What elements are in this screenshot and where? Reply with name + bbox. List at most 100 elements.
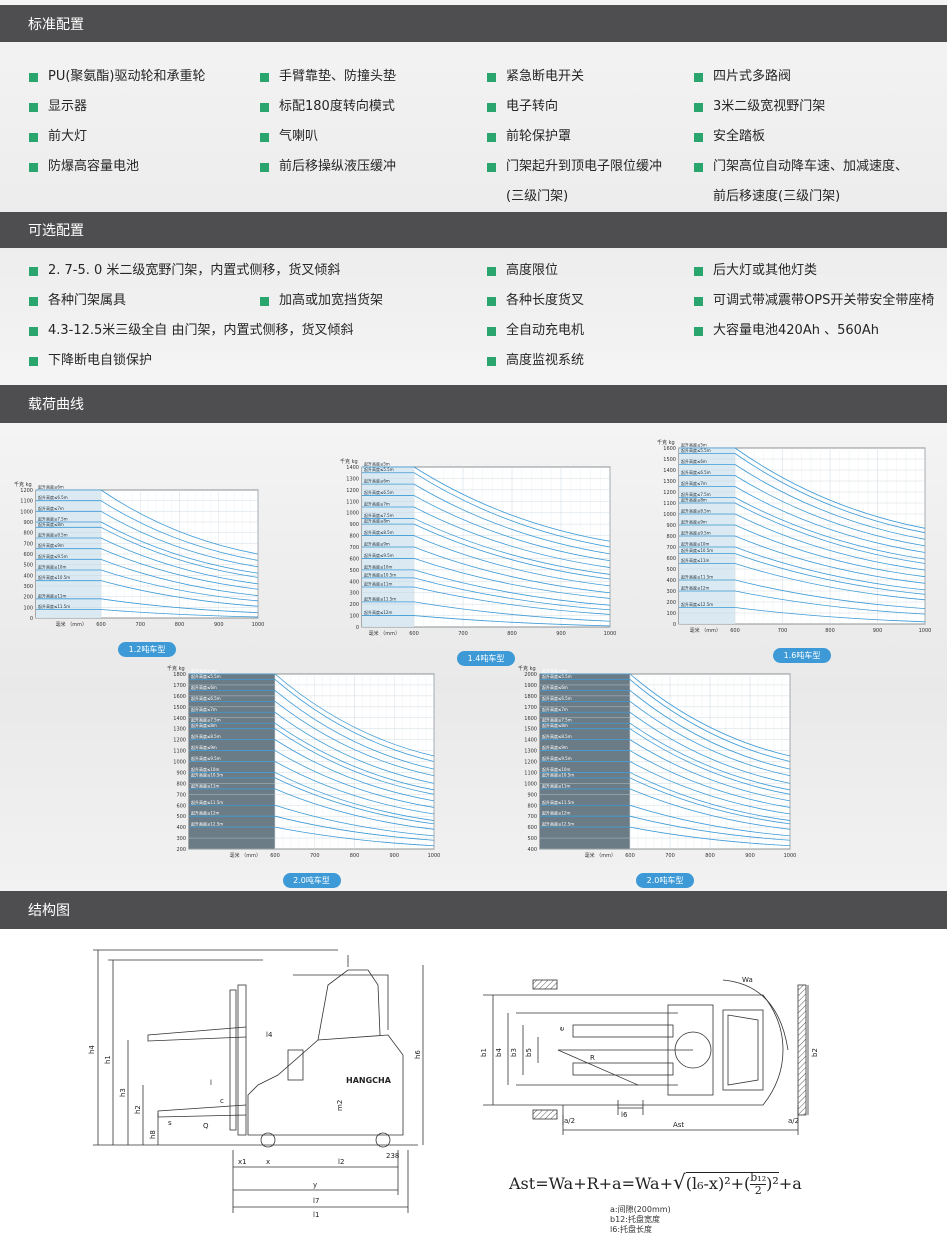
series-label: 起升高度≤10.5m <box>542 771 574 777</box>
x-tick-label: 900 <box>556 631 566 637</box>
bullet-square <box>260 133 269 142</box>
bullet-square <box>29 103 38 112</box>
y-tick-label: 600 <box>527 825 537 831</box>
label-h3: h3 <box>119 1088 127 1097</box>
bullet-square <box>487 133 496 142</box>
series-line <box>189 772 435 821</box>
y-axis-label: 千克 kg <box>657 439 675 446</box>
y-tick-label: 700 <box>666 545 676 551</box>
series-label: 起升高度≤8m <box>681 497 707 503</box>
series-line <box>679 502 926 564</box>
standard-item-text: 四片式多路阀 <box>713 62 791 92</box>
y-tick-label: 100 <box>349 614 359 620</box>
label-l: l <box>210 1079 212 1087</box>
label-l6: l6 <box>621 1111 628 1119</box>
series-label: 起升高度≤9m <box>38 542 64 548</box>
x-tick-label: 700 <box>778 628 788 634</box>
y-tick-label: 0 <box>673 622 676 628</box>
standard-item-line: 门架高位自动降车速、加减速度、 <box>713 159 909 174</box>
optional-item-text: 下降断电自锁保护 <box>48 353 153 368</box>
series-line <box>36 569 259 602</box>
series-line <box>679 535 926 584</box>
bullet-square <box>694 297 703 306</box>
y-tick-label: 2000 <box>524 672 537 678</box>
series-line <box>189 826 435 847</box>
y-tick-label: 800 <box>23 531 33 537</box>
series-label: 起升高度≤5.5m <box>542 673 572 679</box>
series-label: 起升高度≤6.5m <box>542 695 572 701</box>
series-label: 起升高度≤8m <box>191 722 217 728</box>
y-tick-label: 1500 <box>663 457 676 463</box>
series-line <box>679 464 926 540</box>
optional-item-text: 可调式带减震带OPS开关带安全带座椅 <box>713 293 935 308</box>
x-tick-label: 900 <box>873 628 883 634</box>
standard-item-line: 紧急断电开关 <box>506 69 585 84</box>
series-line <box>189 722 435 791</box>
y-tick-label: 1100 <box>173 749 186 755</box>
series-line <box>362 601 611 622</box>
y-tick-label: 900 <box>23 520 33 526</box>
x-axis-label: 毫米 （mm） <box>369 630 400 637</box>
x-tick-label: 1000 <box>784 853 797 859</box>
y-tick-label: 1400 <box>346 465 359 471</box>
series-line <box>362 546 611 594</box>
series-line <box>679 590 926 615</box>
series-label: 起升高度≤9.5m <box>364 552 394 558</box>
y-tick-label: 1000 <box>20 509 33 515</box>
series-label: 起升高度≤5.5m <box>191 673 221 679</box>
y-tick-label: 1200 <box>20 488 33 494</box>
label-b3: b3 <box>510 1048 518 1057</box>
x-axis-label: 毫米 （mm） <box>690 627 721 634</box>
series-label: 起升高度≤12m <box>364 609 392 615</box>
label-c: c <box>220 1097 224 1105</box>
bullet-square <box>260 103 269 112</box>
formula-notes: a:间隙(200mm) b12:托盘宽度 l6:托盘长度 <box>610 1205 671 1235</box>
optional-item: 后大灯或其他灯类 <box>694 256 817 286</box>
series-label: 起升高度≤11.5m <box>191 799 223 805</box>
label-Q: Q <box>203 1122 209 1130</box>
series-label: 起升高度≤8m <box>38 521 64 527</box>
x-tick-label: 1000 <box>604 631 617 637</box>
series-label: 起升高度≤12m <box>542 810 570 816</box>
bullet-square <box>29 357 38 366</box>
series-label: 起升高度≤7.5m <box>681 491 711 497</box>
series-label: 起升高度≤7m <box>364 501 390 507</box>
label-b1: b1 <box>480 1048 488 1057</box>
standard-item-text: 安全踏板 <box>713 122 765 152</box>
y-tick-label: 1600 <box>663 446 676 452</box>
formula-sqrt-sign: √ <box>673 1170 686 1194</box>
x-tick-label: 1000 <box>428 853 441 859</box>
series-line <box>362 535 611 587</box>
standard-item-line: 门架起升到顶电子限位缓冲 <box>506 159 663 174</box>
series-line <box>362 523 611 580</box>
series-line <box>36 598 259 614</box>
series-line <box>362 569 611 606</box>
y-tick-label: 500 <box>666 567 676 573</box>
load-chart-svg: 0100200300400500600700800900100011001200… <box>657 439 931 634</box>
note-l6: l6:托盘长度 <box>610 1225 653 1234</box>
standard-item: 气喇叭 <box>260 122 318 152</box>
series-line <box>540 739 791 802</box>
y-tick-label: 1100 <box>524 770 537 776</box>
y-tick-label: 900 <box>666 523 676 529</box>
bullet-square <box>694 327 703 336</box>
label-e: e <box>558 1027 566 1031</box>
series-label: 起升高度≤7.5m <box>364 512 394 518</box>
y-tick-label: 600 <box>176 803 186 809</box>
series-label: 起升高度≤8m <box>542 722 568 728</box>
series-line <box>36 510 259 568</box>
series-label: 起升高度≤5.5m <box>681 447 711 453</box>
y-tick-label: 1100 <box>346 499 359 505</box>
label-x1: x1 <box>238 1158 247 1166</box>
optional-item: 加高或加宽挡货架 <box>260 286 383 316</box>
label-h2: h2 <box>134 1105 142 1114</box>
y-tick-label: 1800 <box>173 672 186 678</box>
optional-item: 2. 7-5. 0 米二级宽野门架，内置式侧移，货叉倾斜 <box>29 256 340 286</box>
bullet-square <box>487 297 496 306</box>
standard-item-line: 气喇叭 <box>279 129 319 144</box>
optional-item: 各种门架属具 <box>29 286 126 316</box>
label-y: y <box>313 1181 317 1189</box>
y-tick-label: 900 <box>527 792 537 798</box>
series-label: 起升高度≤5m <box>542 668 568 674</box>
